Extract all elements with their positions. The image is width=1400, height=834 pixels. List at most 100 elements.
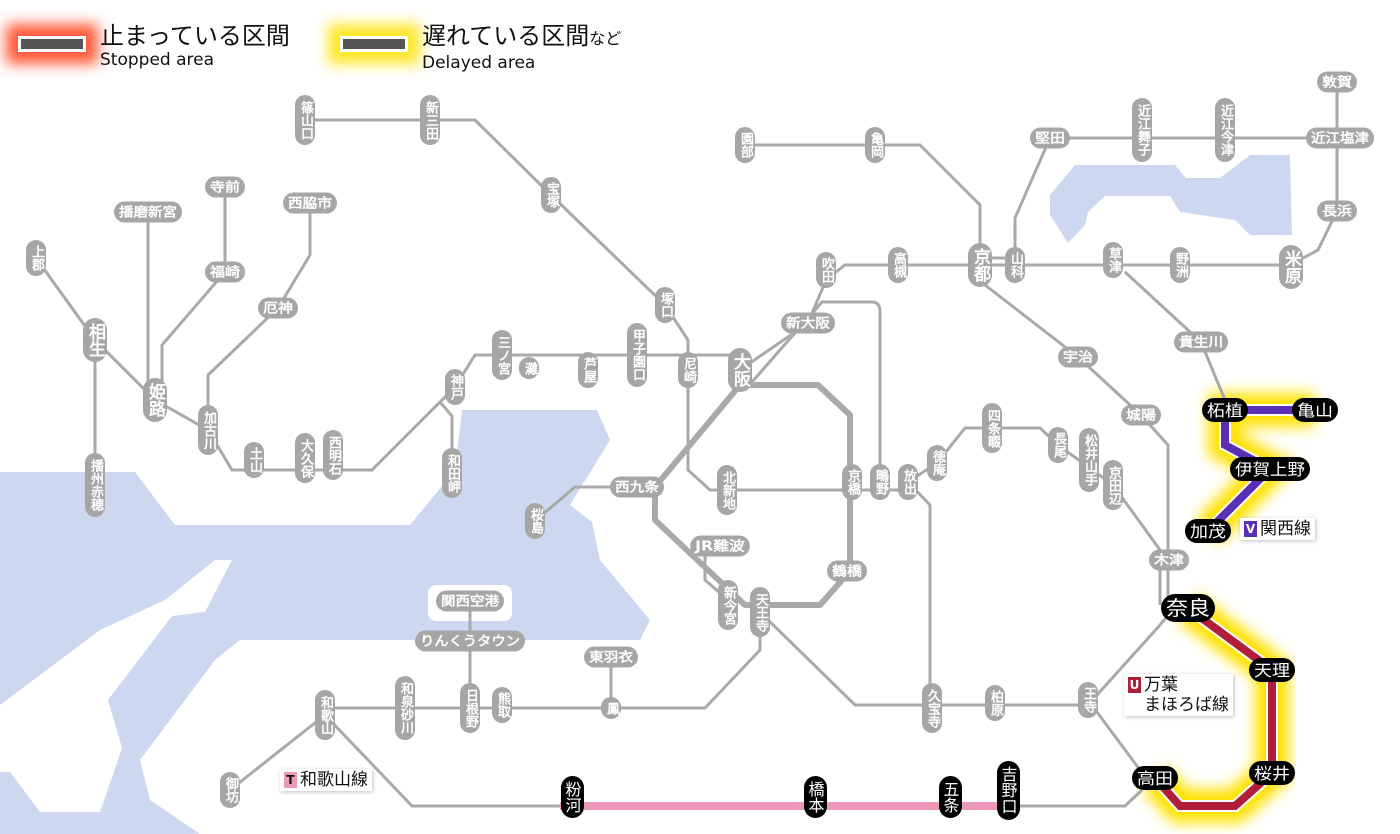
station-5[interactable]: 大阪 <box>728 348 752 392</box>
station-17[interactable]: 敦賀 <box>1317 71 1357 93</box>
station-pill <box>205 176 245 198</box>
station-13[interactable]: 堅田 <box>1030 127 1070 149</box>
station-58[interactable]: 四条畷 <box>982 403 1002 453</box>
station-75[interactable]: 姫路 <box>143 378 167 422</box>
station-57[interactable]: 徳庵 <box>927 445 947 481</box>
station-3[interactable]: 塚口 <box>655 287 675 323</box>
station-18[interactable]: 長浜 <box>1317 200 1357 222</box>
station-24[interactable]: 城陽 <box>1121 404 1161 426</box>
station-49[interactable]: 関西空港 <box>436 590 504 612</box>
station-14[interactable]: 近江舞子 <box>1132 98 1152 162</box>
station-45[interactable]: 熊取 <box>492 687 512 723</box>
station-65[interactable]: 甲子園口 <box>627 323 647 387</box>
station-74[interactable]: 加古川 <box>198 405 218 455</box>
station-73[interactable]: 土山 <box>244 442 264 478</box>
station-33[interactable]: 高田 <box>1132 766 1178 790</box>
station-76[interactable]: 相生 <box>83 318 107 362</box>
station-22[interactable]: 宇治 <box>1058 346 1098 368</box>
station-52[interactable]: JR難波 <box>690 535 750 557</box>
station-40[interactable]: 粉河 <box>560 776 584 818</box>
station-pill <box>1292 398 1338 422</box>
station-37[interactable]: 吉野口 <box>996 760 1020 820</box>
station-43[interactable]: 和泉砂川 <box>395 676 415 740</box>
station-pill <box>1149 549 1189 571</box>
station-name: 天理 <box>1254 661 1290 680</box>
line-name: 和歌山線 <box>300 770 368 790</box>
station-29[interactable]: 木津 <box>1149 549 1189 571</box>
line-label-manyo[interactable]: U 万葉まほろば線 <box>1124 674 1233 716</box>
station-70[interactable]: 和田岬 <box>442 448 462 498</box>
station-83[interactable]: 厄神 <box>258 297 298 319</box>
station-35[interactable]: 柏原 <box>985 685 1005 721</box>
station-0[interactable]: 篠山口 <box>295 95 315 145</box>
kansai-line <box>1205 406 1315 534</box>
station-66[interactable]: 芦屋 <box>578 352 598 388</box>
station-36[interactable]: 久宝寺 <box>922 683 942 733</box>
station-20[interactable]: 野洲 <box>1170 247 1190 283</box>
station-9[interactable]: 京都 <box>968 243 992 287</box>
station-10[interactable]: 山科 <box>1005 247 1025 283</box>
line-label-kansai[interactable]: V 関西線 <box>1240 518 1315 540</box>
station-59[interactable]: 長尾 <box>1048 427 1068 463</box>
station-2[interactable]: 宝塚 <box>541 177 561 213</box>
station-25[interactable]: 柘植 <box>1202 398 1248 422</box>
station-26[interactable]: 亀山 <box>1292 398 1338 422</box>
line-name-2: まほろば線 <box>1144 695 1229 715</box>
station-71[interactable]: 西明石 <box>323 430 343 480</box>
station-67[interactable]: 灘 <box>519 357 539 379</box>
station-61[interactable]: 京田辺 <box>1103 460 1123 510</box>
station-38[interactable]: 五条 <box>938 776 962 818</box>
station-name: 寺前 <box>210 180 240 196</box>
station-54[interactable]: 京橋 <box>842 464 862 500</box>
station-39[interactable]: 橋本 <box>803 776 827 818</box>
station-79[interactable]: 播磨新宮 <box>114 201 182 223</box>
station-4[interactable]: 尼崎 <box>678 352 698 388</box>
station-19[interactable]: 米原 <box>1279 245 1303 289</box>
station-16[interactable]: 近江塩津 <box>1306 127 1374 149</box>
station-28[interactable]: 加茂 <box>1185 519 1231 543</box>
station-77[interactable]: 上郡 <box>26 240 46 276</box>
station-47[interactable]: 東羽衣 <box>584 646 638 668</box>
station-68[interactable]: 三ノ宮 <box>492 330 512 380</box>
station-42[interactable]: 和歌山 <box>315 690 335 740</box>
station-name: 亀山 <box>1297 401 1333 420</box>
station-72[interactable]: 大久保 <box>295 433 315 483</box>
station-11[interactable]: 園部 <box>735 127 755 163</box>
station-32[interactable]: 桜井 <box>1249 761 1295 785</box>
station-6[interactable]: 新大阪 <box>781 312 835 334</box>
station-44[interactable]: 日根野 <box>460 683 480 733</box>
station-31[interactable]: 天理 <box>1249 658 1295 682</box>
station-15[interactable]: 近江今津 <box>1215 98 1235 162</box>
station-27[interactable]: 伊賀上野 <box>1230 457 1310 481</box>
station-41[interactable]: 御坊 <box>220 772 240 808</box>
station-34[interactable]: 王寺 <box>1078 682 1098 718</box>
station-48[interactable]: りんくうタウン <box>415 630 525 652</box>
station-56[interactable]: 放出 <box>898 464 918 500</box>
station-82[interactable]: 西脇市 <box>283 192 337 214</box>
station-46[interactable]: 鳳 <box>601 697 621 719</box>
station-60[interactable]: 松井山手 <box>1079 428 1099 492</box>
station-53[interactable]: 鶴橋 <box>827 560 867 582</box>
station-81[interactable]: 福崎 <box>205 261 245 283</box>
station-8[interactable]: 高槻 <box>888 247 908 283</box>
station-50[interactable]: 天王寺 <box>750 587 770 637</box>
station-21[interactable]: 草津 <box>1103 242 1123 278</box>
station-62[interactable]: 北新地 <box>717 465 737 515</box>
station-51[interactable]: 新今宮 <box>718 580 738 630</box>
lake-biwa <box>1050 155 1292 243</box>
station-23[interactable]: 貴生川 <box>1174 331 1228 353</box>
station-pill <box>1249 761 1295 785</box>
station-55[interactable]: 鴫野 <box>870 464 890 500</box>
station-63[interactable]: 西九条 <box>610 476 664 498</box>
station-12[interactable]: 亀岡 <box>865 127 885 163</box>
station-7[interactable]: 吹田 <box>816 252 836 288</box>
station-name: 長浜 <box>1322 204 1352 220</box>
station-69[interactable]: 神戸 <box>445 369 465 405</box>
station-30[interactable]: 奈良 <box>1161 594 1215 622</box>
line-label-wakayama[interactable]: T 和歌山線 <box>280 769 372 791</box>
station-64[interactable]: 桜島 <box>525 503 545 539</box>
station-1[interactable]: 新三田 <box>420 95 440 145</box>
station-78[interactable]: 播州赤穂 <box>85 453 105 517</box>
station-80[interactable]: 寺前 <box>205 176 245 198</box>
